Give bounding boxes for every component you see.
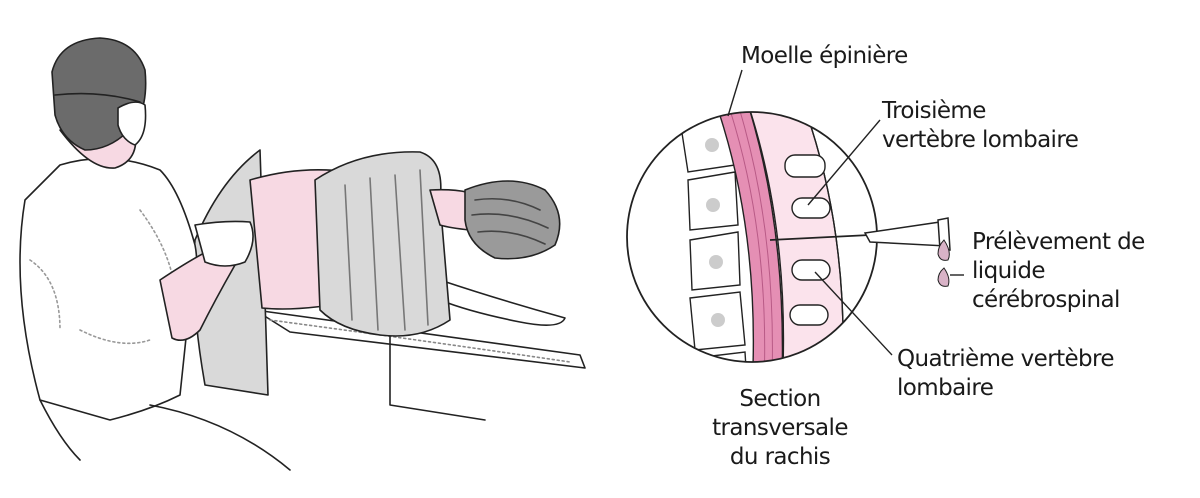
leader-lines <box>727 69 964 356</box>
patient-head <box>464 180 561 260</box>
clinician-arm <box>159 249 236 341</box>
label-csf-collection: Prélèvement de liquide cérébrospinal <box>972 228 1145 315</box>
label-section-line2: transversale <box>712 415 848 441</box>
needle-shaft <box>769 234 871 241</box>
label-third-vertebra-line2: vertèbre lombaire <box>882 127 1079 153</box>
csf-drop-2 <box>937 267 950 287</box>
label-section-line3: du rachis <box>729 444 831 470</box>
label-section-line1: Section <box>739 386 821 412</box>
csf-drop-1 <box>937 239 950 261</box>
label-csf-line2: liquide <box>972 258 1046 284</box>
exam-table <box>254 309 586 369</box>
label-third-vertebra-line1: Troisième <box>882 98 986 124</box>
surgical-mask <box>117 101 147 146</box>
spine-cross-section-inset <box>626 69 964 363</box>
label-third-lumbar-vertebra: Troisième vertèbre lombaire <box>882 97 1079 155</box>
clinician-torso <box>19 157 198 421</box>
lumbar-puncture-scene <box>19 37 586 471</box>
gloved-hands <box>194 220 254 267</box>
pillow <box>439 279 566 326</box>
label-fourth-vertebra-line1: Quatrième vertèbre <box>897 346 1115 372</box>
label-fourth-lumbar-vertebra: Quatrième vertèbre lombaire <box>897 345 1115 403</box>
label-csf-line3: cérébrospinal <box>972 287 1120 313</box>
label-fourth-vertebra-line2: lombaire <box>897 375 994 401</box>
label-spine-cross-section: Section transversale du rachis <box>690 385 870 472</box>
drape-over-body <box>314 151 451 337</box>
label-spinal-cord: Moelle épinière <box>741 43 908 69</box>
label-csf-line1: Prélèvement de <box>972 229 1145 255</box>
